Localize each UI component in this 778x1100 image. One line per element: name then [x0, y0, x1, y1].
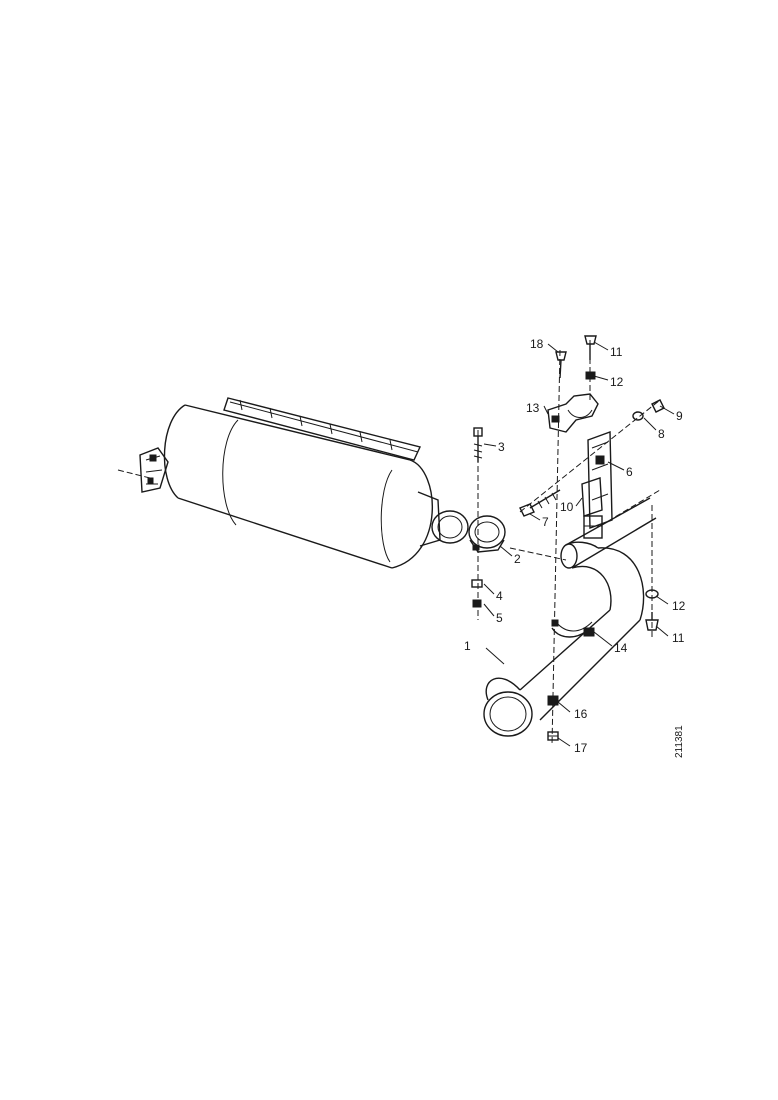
tail-pipe — [483, 489, 661, 737]
callout-labels: 1 2 3 4 5 6 7 8 9 10 11 11 12 12 13 14 1… — [464, 337, 686, 755]
callout-11-right: 11 — [672, 631, 685, 645]
drawing-reference: 211381 — [674, 725, 685, 758]
callout-14: 14 — [614, 641, 628, 655]
callout-12-right: 12 — [672, 599, 686, 613]
callout-16: 16 — [574, 707, 588, 721]
callout-5: 5 — [496, 611, 503, 625]
callout-8: 8 — [658, 427, 665, 441]
callout-4: 4 — [496, 589, 503, 603]
callout-2: 2 — [514, 552, 521, 566]
callout-10: 10 — [560, 500, 574, 514]
callout-9: 9 — [676, 409, 683, 423]
clamp-assembly — [468, 427, 506, 620]
muffler — [117, 397, 469, 569]
callout-6: 6 — [626, 465, 633, 479]
top-clamp — [547, 335, 599, 746]
leader-lines — [483, 341, 675, 747]
callout-3: 3 — [498, 440, 505, 454]
callout-12-top: 12 — [610, 375, 624, 389]
callout-18: 18 — [530, 337, 544, 351]
right-fasteners — [645, 505, 659, 640]
callout-1: 1 — [464, 639, 471, 653]
callout-11-top: 11 — [610, 345, 623, 359]
callout-17: 17 — [574, 741, 588, 755]
callout-7: 7 — [542, 515, 549, 529]
callout-13: 13 — [526, 401, 540, 415]
lower-nuts — [547, 695, 559, 741]
